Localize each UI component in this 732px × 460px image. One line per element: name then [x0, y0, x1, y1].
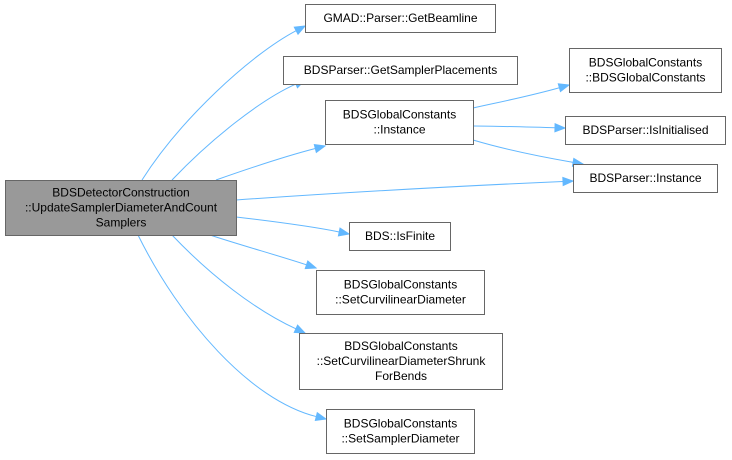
- node-label-line: ::Instance: [373, 123, 425, 137]
- node-box: [573, 164, 718, 193]
- edge-line: [137, 234, 317, 418]
- edge-gc_instance-to-isinitialised: [472, 123, 567, 133]
- node-setsamplerdiam[interactable]: BDSGlobalConstants::SetSamplerDiameter: [326, 409, 475, 454]
- node-label-line: BDSGlobalConstants: [589, 56, 702, 70]
- arrowhead-icon: [304, 260, 318, 270]
- node-getbeamline[interactable]: GMAD::Parser::GetBeamline: [305, 4, 496, 33]
- arrowhead-icon: [313, 144, 327, 154]
- edge-root-to-setcurvdiam: [209, 234, 318, 270]
- node-label-line: BDSGlobalConstants: [344, 339, 457, 353]
- edge-line: [472, 87, 560, 109]
- arrowhead-icon: [337, 227, 351, 237]
- edge-root-to-getsamplerplacements: [171, 79, 307, 181]
- node-gc_instance[interactable]: BDSGlobalConstants::Instance: [325, 100, 474, 145]
- node-label-line: BDSParser::IsInitialised: [582, 123, 708, 137]
- node-setcurvdiam[interactable]: BDSGlobalConstants::SetCurvilinearDiamet…: [316, 270, 485, 315]
- node-gc_ctor[interactable]: BDSGlobalConstants::BDSGlobalConstants: [569, 48, 722, 93]
- node-label-line: ForBends: [375, 369, 427, 383]
- node-box: [569, 48, 722, 93]
- node-label-line: ::SetCurvilinearDiameterShrunk: [317, 354, 487, 368]
- node-box: [349, 222, 451, 251]
- node-label-line: BDS::IsFinite: [365, 229, 435, 243]
- node-root[interactable]: BDSDetectorConstruction::UpdateSamplerDi…: [5, 180, 237, 236]
- node-box: [305, 4, 496, 33]
- edge-root-to-parser_instance: [235, 176, 575, 201]
- node-label-line: BDSParser::Instance: [589, 171, 701, 185]
- node-label-line: ::SetCurvilinearDiameter: [335, 293, 466, 307]
- node-box: [326, 409, 475, 454]
- node-label-line: GMAD::Parser::GetBeamline: [323, 11, 477, 25]
- node-getsamplerplacements[interactable]: BDSParser::GetSamplerPlacements: [283, 56, 518, 85]
- arrowhead-icon: [557, 83, 571, 93]
- node-box: [5, 180, 237, 236]
- node-box: [299, 333, 503, 390]
- edge-line: [472, 139, 574, 163]
- node-label-line: ::BDSGlobalConstants: [585, 71, 705, 85]
- edge-root-to-gc_instance: [215, 144, 327, 181]
- node-box: [283, 56, 518, 85]
- arrowhead-icon: [293, 324, 307, 334]
- edge-line: [215, 148, 316, 181]
- node-label-line: Samplers: [96, 216, 147, 230]
- edge-line: [171, 83, 297, 181]
- node-label-line: BDSParser::GetSamplerPlacements: [304, 63, 497, 77]
- edge-root-to-setsamplerdiam: [137, 234, 328, 422]
- arrowhead-icon: [562, 176, 575, 187]
- edge-root-to-isfinite: [235, 216, 351, 237]
- arrowhead-icon: [314, 411, 328, 422]
- arrowhead-icon: [554, 123, 567, 133]
- node-isinitialised[interactable]: BDSParser::IsInitialised: [565, 116, 726, 145]
- edge-line: [472, 125, 556, 129]
- arrowhead-icon: [293, 25, 307, 36]
- edge-root-to-setcurvshrunk: [171, 234, 307, 334]
- edge-line: [141, 30, 297, 181]
- edge-line: [171, 234, 297, 330]
- node-box: [316, 270, 485, 315]
- node-setcurvshrunk[interactable]: BDSGlobalConstants::SetCurvilinearDiamet…: [299, 333, 503, 390]
- edge-line: [235, 180, 564, 201]
- node-label-line: BDSGlobalConstants: [343, 108, 456, 122]
- node-label-line: ::UpdateSamplerDiameterAndCount: [25, 201, 218, 215]
- node-box: [565, 116, 726, 145]
- edge-line: [209, 234, 307, 266]
- node-box: [325, 100, 474, 145]
- edge-root-to-getbeamline: [141, 25, 307, 181]
- edge-line: [235, 216, 340, 233]
- node-label-line: BDSGlobalConstants: [344, 417, 457, 431]
- node-label-line: BDSDetectorConstruction: [52, 186, 189, 200]
- edge-gc_instance-to-gc_ctor: [472, 83, 571, 109]
- node-label-line: BDSGlobalConstants: [344, 278, 457, 292]
- node-label-line: ::SetSamplerDiameter: [341, 432, 459, 446]
- node-isfinite[interactable]: BDS::IsFinite: [349, 222, 451, 251]
- node-parser_instance[interactable]: BDSParser::Instance: [573, 164, 718, 193]
